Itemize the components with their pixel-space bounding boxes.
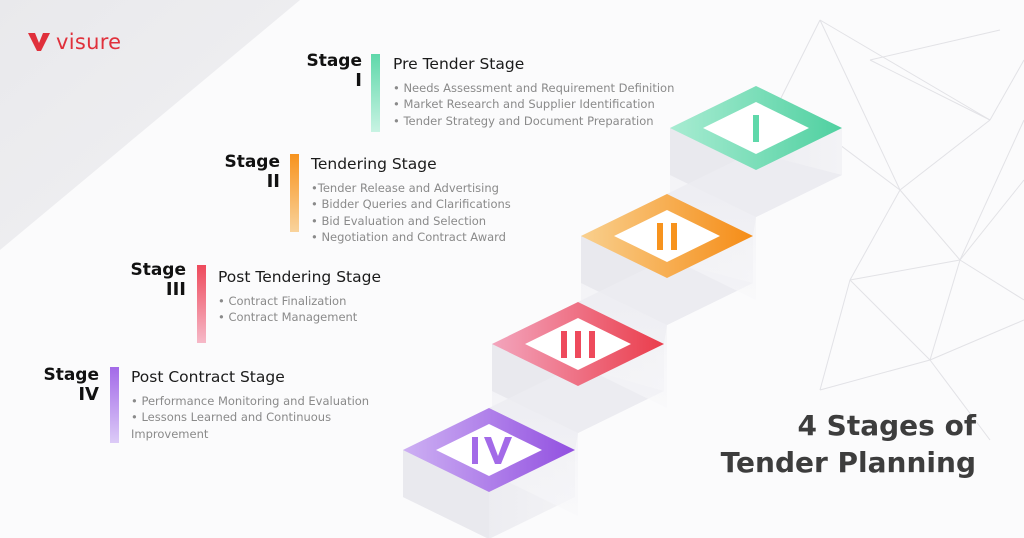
stage-label-2: Stage II [216,153,280,191]
stage-bar-1 [371,54,380,132]
list-item: • Contract Management [218,310,358,325]
step-diamond-4 [403,408,575,492]
stage-title-1: Pre Tender Stage [393,55,525,73]
stage-title-3: Post Tendering Stage [218,268,381,286]
list-item: • Needs Assessment and Requirement Defin… [393,81,675,95]
step-diamond-1 [670,86,842,170]
headline: 4 Stages of Tender Planning [721,408,976,482]
list-item: • Tender Strategy and Document Preparati… [393,113,654,128]
stage-items-4: • Performance Monitoring and Evaluation … [131,393,369,442]
brand-name: visure [56,30,122,54]
stage-numeral: II [266,170,280,192]
stage-label-4: Stage IV [35,366,99,404]
stage-title-4: Post Contract Stage [131,368,285,386]
stage-numeral: I [355,69,362,91]
stage-label-1: Stage I [298,52,362,90]
list-item: •Tender Release and Advertising [311,181,499,195]
brand-mark-icon [28,33,50,51]
list-item: • Performance Monitoring and Evaluation [131,394,370,408]
list-item: • Bidder Queries and Clarifications [311,197,511,212]
headline-line-2: Tender Planning [720,445,976,479]
list-item: Improvement [131,426,209,441]
brand-logo: visure [28,30,121,54]
network-lines [779,19,1024,441]
stage-title-2: Tendering Stage [311,155,437,173]
stage-word: Stage [306,51,362,71]
corner-shape [0,0,300,250]
stage-bar-3 [197,265,206,343]
stage-word: Stage [224,152,280,172]
stage-numeral: III [165,278,186,300]
headline-line-1: 4 Stages of [797,409,976,442]
stage-items-1: • Needs Assessment and Requirement Defin… [393,80,674,129]
stage-bar-4 [110,367,119,443]
stage-word: Stage [43,365,99,385]
stage-items-2: •Tender Release and Advertising • Bidder… [311,180,511,245]
list-item: • Market Research and Supplier Identific… [393,97,655,112]
step-diamond-2 [581,194,753,278]
stage-word: Stage [130,260,186,280]
list-item: • Lessons Learned and Continuous [131,410,332,425]
stage-label-3: Stage III [122,261,186,299]
step-diamond-3 [492,302,664,386]
numeral-glyph-i [753,115,759,142]
list-item: • Bid Evaluation and Selection [311,213,487,228]
stage-bar-2 [290,154,299,232]
stage-numeral: IV [78,383,99,405]
list-item: • Negotiation and Contract Award [311,229,506,244]
list-item: • Contract Finalization [218,294,347,308]
stage-items-3: • Contract Finalization • Contract Manag… [218,293,357,326]
